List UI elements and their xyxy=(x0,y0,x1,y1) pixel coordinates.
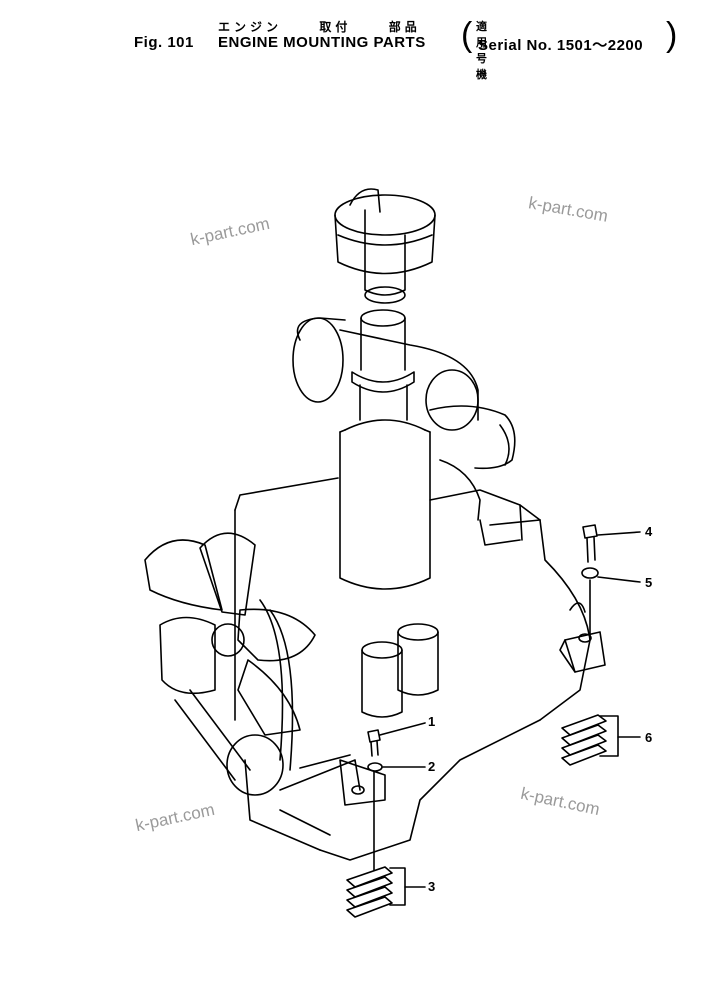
engine-block xyxy=(234,477,591,861)
callout-2: 2 xyxy=(428,759,436,774)
part-6-shims xyxy=(561,714,641,766)
filter-elements xyxy=(361,623,439,718)
part-4-bolt xyxy=(582,524,641,563)
part-2-washer xyxy=(367,762,426,772)
cooling-fan xyxy=(144,532,316,736)
air-cleaner-cap xyxy=(334,188,436,304)
open-paren: ( xyxy=(461,16,473,54)
close-paren: ) xyxy=(666,16,678,54)
serial-range: Serial No. 1501～2200 xyxy=(478,37,644,54)
front-bracket xyxy=(339,759,386,806)
rear-bracket xyxy=(559,602,606,673)
muffler-cylinder xyxy=(339,419,431,590)
callout-4: 4 xyxy=(645,524,653,539)
jp-word-parts: 部品 xyxy=(388,20,421,34)
callout-6: 6 xyxy=(645,730,653,745)
blower-housing xyxy=(292,317,516,521)
intake-pipe xyxy=(351,309,415,421)
jp-word-mounting: 取付 xyxy=(319,20,352,34)
belt-pulleys xyxy=(174,599,361,796)
jp-word-applicable: 適用号機 xyxy=(476,21,489,81)
part-5-washer xyxy=(581,567,641,583)
part-1-bolt xyxy=(367,722,426,757)
fig-number: Fig. 101 xyxy=(134,34,194,51)
figure-title: ENGINE MOUNTING PARTS xyxy=(218,34,426,51)
callout-1: 1 xyxy=(428,714,436,729)
jp-word-engine: エンジン xyxy=(218,20,283,34)
callout-3: 3 xyxy=(428,879,436,894)
part-3-shims xyxy=(346,866,426,918)
japanese-title: エンジン 取付 部品 適用号機 xyxy=(218,18,487,81)
callout-5: 5 xyxy=(645,575,653,590)
